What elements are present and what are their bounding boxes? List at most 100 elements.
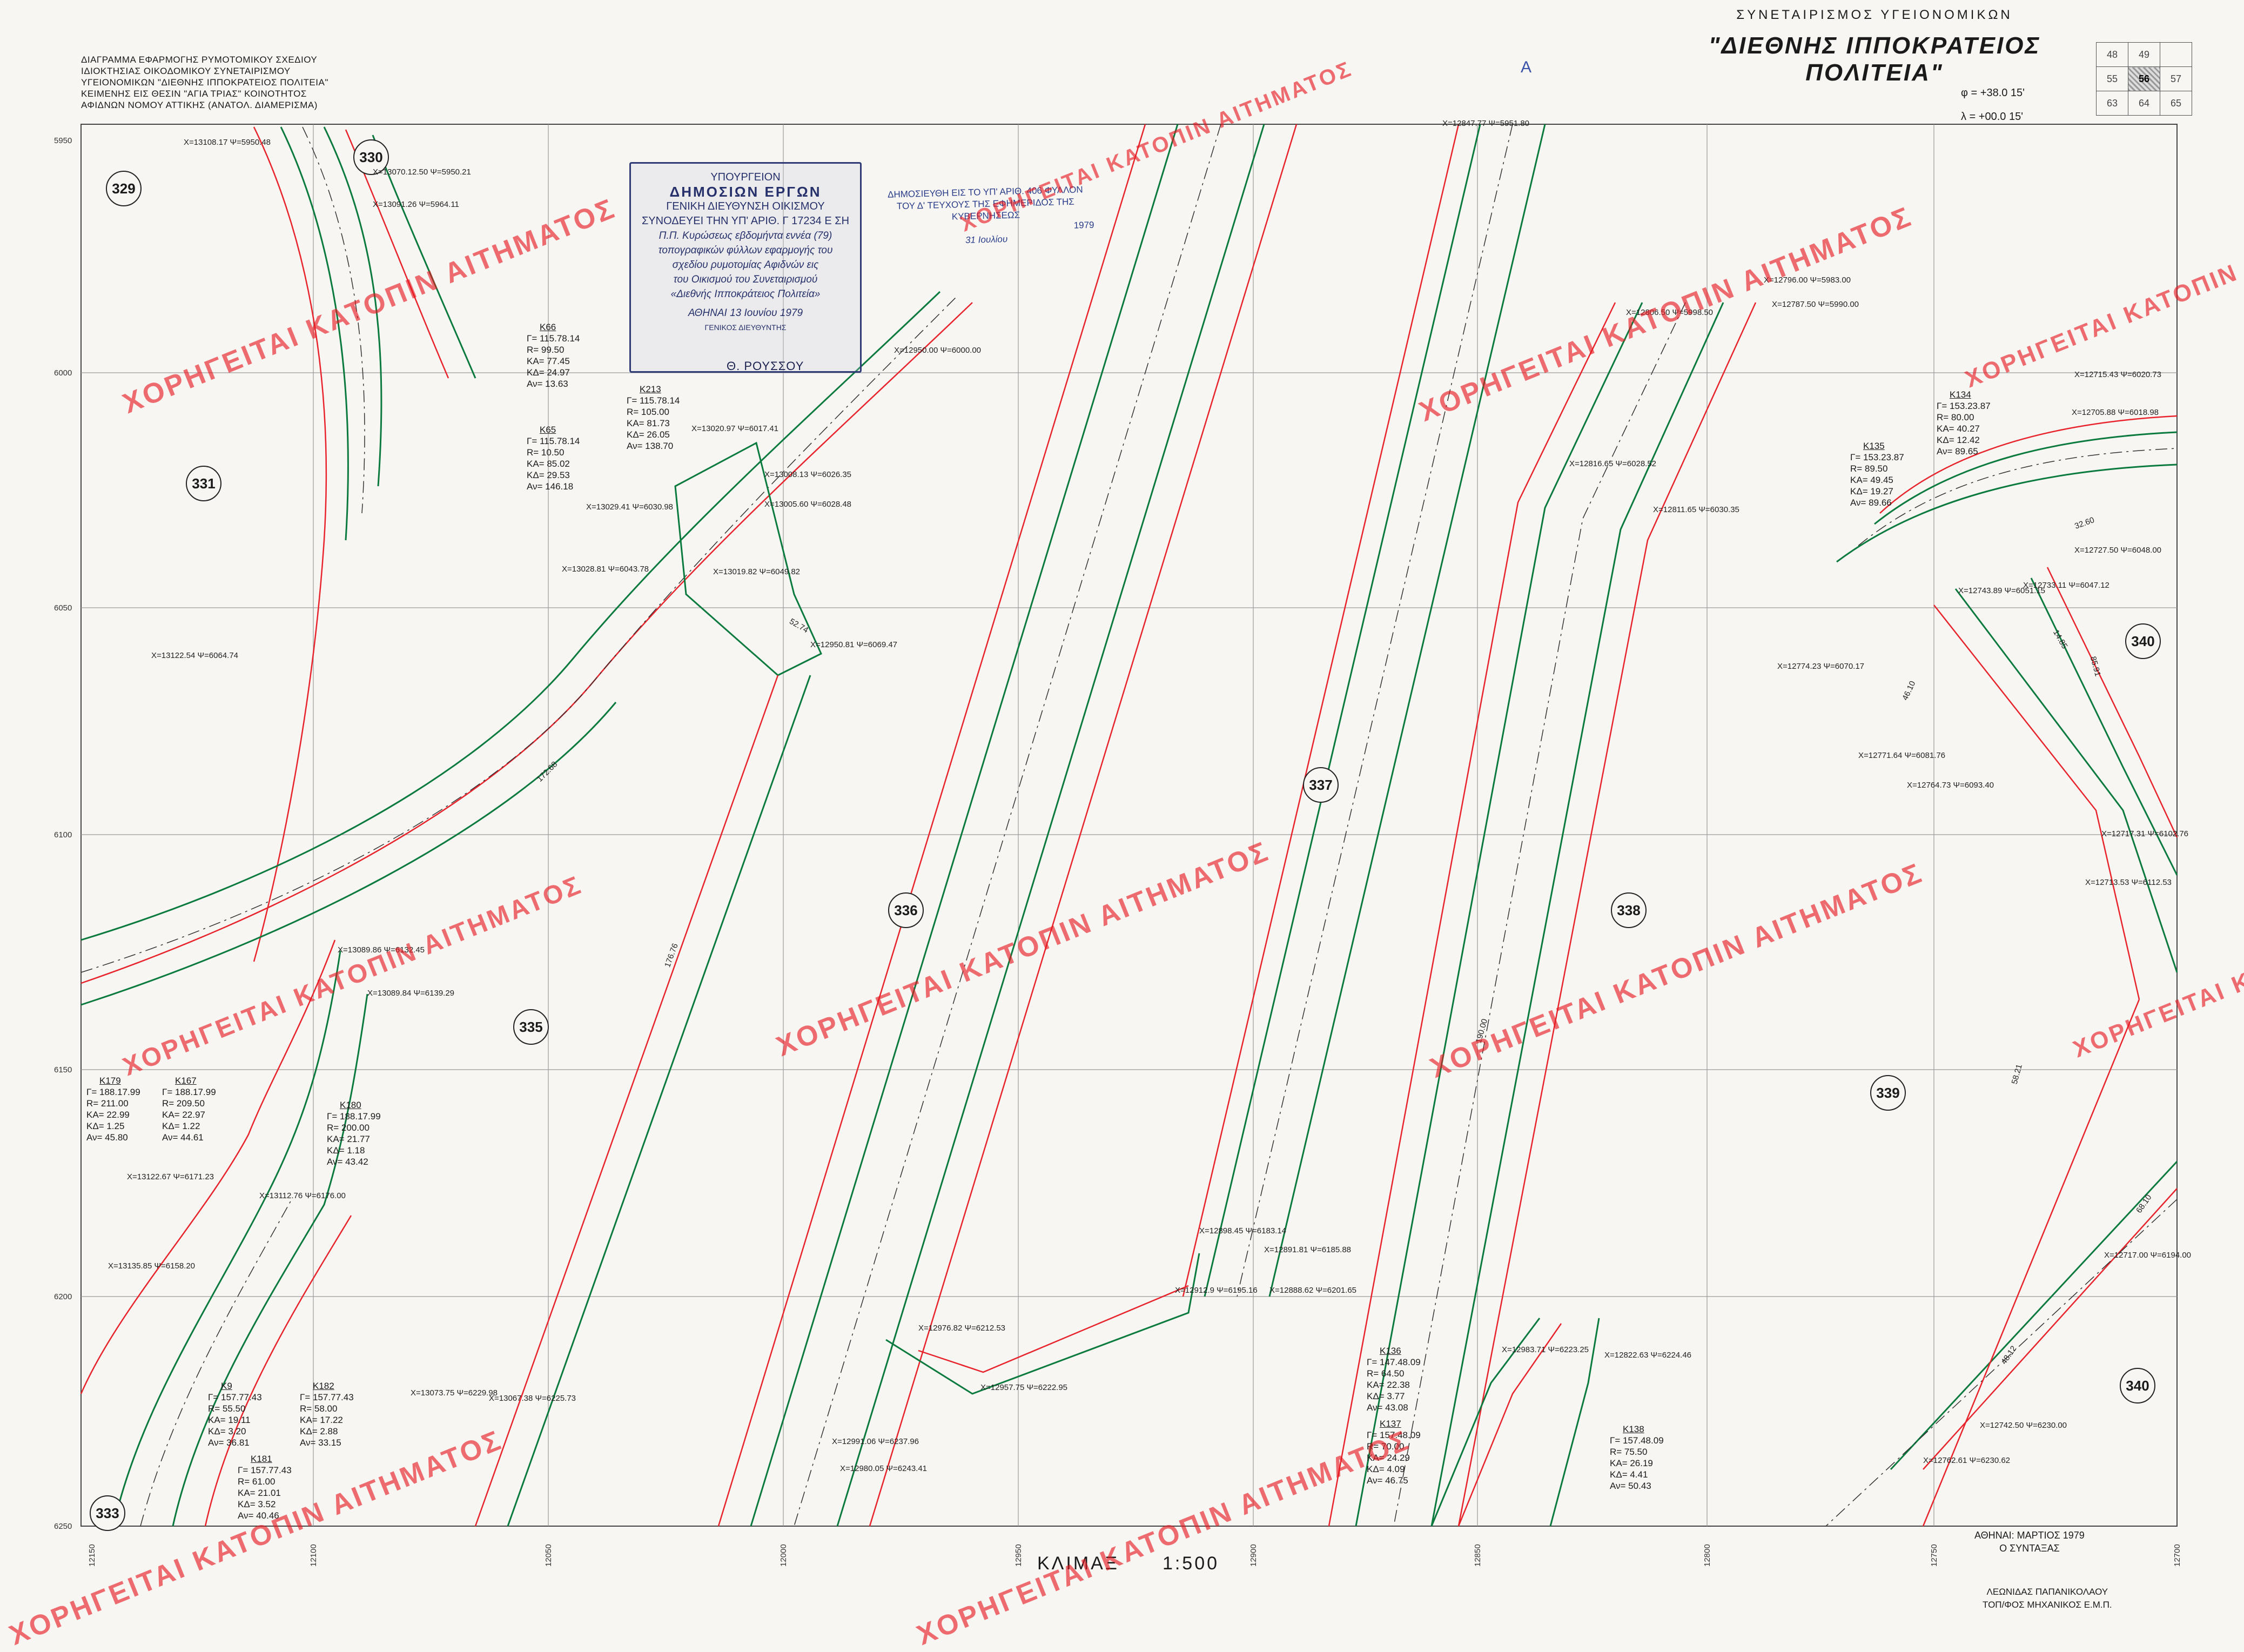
curve-id: K180 bbox=[340, 1100, 361, 1110]
survey-point-label: Χ=12912.9 Ψ=6195.16 bbox=[1175, 1286, 1258, 1295]
curve-value: R= 64.50 bbox=[1367, 1368, 1405, 1379]
survey-point-label: Χ=12733.11 Ψ=6047.12 bbox=[2023, 581, 2109, 590]
grid-label-x: 12750 bbox=[1930, 1544, 1939, 1567]
curve-value: Γ= 157.77.43 bbox=[238, 1465, 292, 1475]
curve-value: Γ= 188.17.99 bbox=[86, 1087, 140, 1097]
curve-value: ΚΑ= 24.29 bbox=[1367, 1453, 1410, 1463]
curve-value: ΚΑ= 81.73 bbox=[627, 418, 670, 428]
survey-point-label: Χ=12771.64 Ψ=6081.76 bbox=[1858, 751, 1946, 760]
stamp-date: ΑΘΗΝΑΙ 13 Ιουνίου 1979 bbox=[688, 307, 803, 319]
curve-value: ΚΔ= 19.27 bbox=[1850, 486, 1893, 496]
curve-id: K138 bbox=[1623, 1424, 1644, 1434]
curve-data-K135: K135 Γ= 153.23.87 R= 89.50 ΚΑ= 49.45 ΚΔ=… bbox=[1850, 440, 1904, 508]
curve-value: Γ= 147.48.09 bbox=[1367, 1357, 1421, 1367]
sheet-cell: 49 bbox=[2128, 42, 2160, 67]
curve-data-K180: K180 Γ= 188.17.99 R= 200.00 ΚΑ= 21.77 ΚΔ… bbox=[327, 1099, 381, 1167]
survey-point-label: Χ=12774.23 Ψ=6070.17 bbox=[1777, 662, 1865, 671]
curve-value: R= 55.50 bbox=[208, 1403, 246, 1414]
curve-value: Γ= 188.17.99 bbox=[162, 1087, 216, 1097]
stamp-handwriting: τοπογραφικών φύλλων εφαρμογής του bbox=[658, 245, 833, 256]
curve-value: Γ= 153.23.87 bbox=[1850, 452, 1904, 462]
survey-point-label: Χ=13089.84 Ψ=6139.29 bbox=[367, 989, 455, 998]
stamp-handwriting: του Οικισμού του Συνεταιρισμού bbox=[673, 274, 818, 285]
stamp-dept: ΓΕΝΙΚΟΣ ΔΙΕΥΘΥΝΤΗΣ bbox=[704, 323, 787, 332]
survey-point-label: Χ=12743.89 Ψ=6051.15 bbox=[1958, 586, 2046, 595]
grid-label-x: 12850 bbox=[1473, 1544, 1482, 1567]
road-diagonal-long-3 bbox=[1182, 124, 1546, 1297]
stamp-line: ΣΥΝΟΔΕΥΕΙ ΤΗΝ ΥΠ' ΑΡΙΘ. Γ 17234 Ε ΣΗ bbox=[641, 215, 850, 227]
curve-value: ΚΑ= 85.02 bbox=[527, 459, 570, 469]
block-number: 340 bbox=[2125, 623, 2161, 659]
block-number: 340 bbox=[2120, 1368, 2155, 1403]
header-line-2: ΙΔΙΟΚΤΗΣΙΑΣ ΟΙΚΟΔΟΜΙΚΟΥ ΣΥΝΕΤΑΙΡΙΣΜΟΥ bbox=[81, 66, 291, 76]
survey-point-label: Χ=12796.00 Ψ=5983.00 bbox=[1764, 276, 1851, 285]
curve-value: Γ= 115.78.14 bbox=[627, 395, 680, 406]
curve-value: Αν= 89.66 bbox=[1850, 498, 1892, 508]
survey-point-label: Χ=13135.85 Ψ=6158.20 bbox=[108, 1261, 196, 1271]
survey-point-label: Χ=13019.82 Ψ=6049.82 bbox=[713, 567, 801, 576]
grid-label-x: 12000 bbox=[779, 1544, 788, 1567]
survey-point-label: Χ=12983.71 Ψ=6223.25 bbox=[1502, 1345, 1589, 1354]
sheet-cell: 64 bbox=[2128, 91, 2160, 116]
footer-date-line: ΑΘΗΝΑΙ: ΜΑΡΤΙΟΣ 1979 bbox=[1974, 1530, 2085, 1541]
scale-label: ΚΛΙΜΑΞ bbox=[1037, 1553, 1119, 1574]
curve-id: K135 bbox=[1863, 441, 1885, 451]
stamp-ministry: ΔΗΜΟΣΙΩΝ ΕΡΓΩΝ bbox=[669, 184, 822, 200]
lambda-value: λ = +00.0 15' bbox=[1961, 111, 2024, 123]
map-frame bbox=[80, 124, 2178, 1527]
block-number: 337 bbox=[1303, 767, 1339, 803]
stamp-handwriting: Π.Π. Κυρώσεως εβδομήντα εννέα (79) bbox=[659, 230, 832, 241]
curve-value: ΚΑ= 22.99 bbox=[86, 1110, 130, 1120]
header-line-5: ΑΦΙΔΝΩΝ ΝΟΜΟΥ ΑΤΤΙΚΗΣ (ΑΝΑΤΟΛ. ΔΙΑΜΕΡΙΣΜ… bbox=[81, 100, 318, 110]
survey-point-label: Χ=12811.65 Ψ=6030.35 bbox=[1653, 505, 1739, 514]
footer-author-line: ΤΟΠ/ΦΟΣ ΜΗΧΑΝΙΚΟΣ Ε.Μ.Π. bbox=[1983, 1600, 2112, 1610]
curve-value: Γ= 153.23.87 bbox=[1937, 401, 1991, 411]
survey-point-label: Χ=12822.63 Ψ=6224.46 bbox=[1604, 1351, 1692, 1360]
curve-data-K66: K66 Γ= 115.78.14 R= 99.50 ΚΑ= 77.45 ΚΔ= … bbox=[527, 321, 580, 390]
curve-value: ΚΔ= 29.53 bbox=[527, 470, 570, 480]
curve-value: Γ= 157.48.09 bbox=[1367, 1430, 1421, 1440]
diagram-header-left: ΔΙΑΓΡΑΜΜΑ ΕΦΑΡΜΟΓΗΣ ΡΥΜΟΤΟΜΙΚΟΥ ΣΧΕΔΙΟΥ … bbox=[81, 54, 384, 111]
survey-point-label: Χ=13089.86 Ψ=6132.45 bbox=[338, 945, 425, 955]
cooperative-subtitle: ΣΥΝΕΤΑΙΡΙΣΜΟΣ ΥΓΕΙΟΝΟΜΙΚΩΝ bbox=[1736, 8, 2013, 22]
footer-date: ΑΘΗΝΑΙ: ΜΑΡΤΙΟΣ 1979 Ο ΣΥΝΤΑΞΑΣ bbox=[1974, 1529, 2085, 1555]
grid-label-y: 5950 bbox=[54, 136, 72, 145]
curve-value: Αν= 36.81 bbox=[208, 1438, 250, 1448]
curve-value: Γ= 157.48.09 bbox=[1610, 1435, 1664, 1446]
block-number: 335 bbox=[513, 1009, 549, 1045]
survey-point-label: Χ=12950.00 Ψ=6000.00 bbox=[894, 346, 982, 355]
survey-point-label: Χ=12816.65 Ψ=6028.52 bbox=[1569, 459, 1657, 468]
road-bottom-left bbox=[80, 939, 368, 1527]
curve-value: Αν= 13.63 bbox=[527, 379, 568, 389]
header-line-4: ΚΕΙΜΕΝΗΣ ΕΙΣ ΘΕΣΙΝ "ΑΓΙΑ ΤΡΙΑΣ" ΚΟΙΝΟΤΗΤ… bbox=[81, 89, 307, 99]
sheet-cell-current: 56 bbox=[2128, 66, 2160, 91]
curve-value: Αν= 138.70 bbox=[627, 441, 674, 451]
curve-value: ΚΔ= 1.22 bbox=[162, 1121, 200, 1131]
stamp-line: ΥΠΟΥΡΓΕΙΟΝ bbox=[710, 171, 781, 183]
curve-value: Γ= 115.78.14 bbox=[527, 436, 580, 446]
survey-point-label: Χ=12898.45 Ψ=6183.14 bbox=[1199, 1226, 1287, 1235]
curve-value: ΚΔ= 2.88 bbox=[300, 1426, 338, 1436]
curve-value: Αν= 43.08 bbox=[1367, 1402, 1408, 1413]
curve-value: R= 105.00 bbox=[627, 407, 669, 417]
geo-coordinates: φ = +38.0 15' λ = +00.0 15' bbox=[1961, 81, 2025, 129]
grid-label-x: 12150 bbox=[88, 1544, 97, 1567]
curve-data-K182: K182 Γ= 157.77.43 R= 58.00 ΚΑ= 17.22 ΚΔ=… bbox=[300, 1380, 354, 1448]
curve-value: ΚΑ= 77.45 bbox=[527, 356, 570, 366]
curve-value: Αν= 50.43 bbox=[1610, 1481, 1651, 1491]
curve-value: ΚΔ= 24.97 bbox=[527, 367, 570, 378]
survey-point-label: Χ=13122.54 Ψ=6064.74 bbox=[151, 651, 239, 660]
survey-point-label: Χ=12713.53 Ψ=6112.53 bbox=[2085, 878, 2172, 887]
pencil-letter: A bbox=[1521, 58, 1532, 76]
curve-value: Αν= 43.42 bbox=[327, 1157, 368, 1167]
curve-id: K9 bbox=[221, 1381, 232, 1391]
curve-id: K134 bbox=[1950, 390, 1971, 400]
curve-value: Αν= 33.15 bbox=[300, 1438, 341, 1448]
curve-value: ΚΑ= 49.45 bbox=[1850, 475, 1893, 485]
curve-value: ΚΔ= 1.18 bbox=[327, 1145, 365, 1156]
sheet-cell: 57 bbox=[2160, 66, 2192, 91]
grid-label-y: 6100 bbox=[54, 830, 72, 840]
sheet-index-grid: 48 49 55 56 57 63 64 65 bbox=[2096, 42, 2192, 116]
survey-point-label: Χ=13029.41 Ψ=6030.98 bbox=[586, 502, 674, 512]
curve-value: Αν= 45.80 bbox=[86, 1132, 128, 1143]
